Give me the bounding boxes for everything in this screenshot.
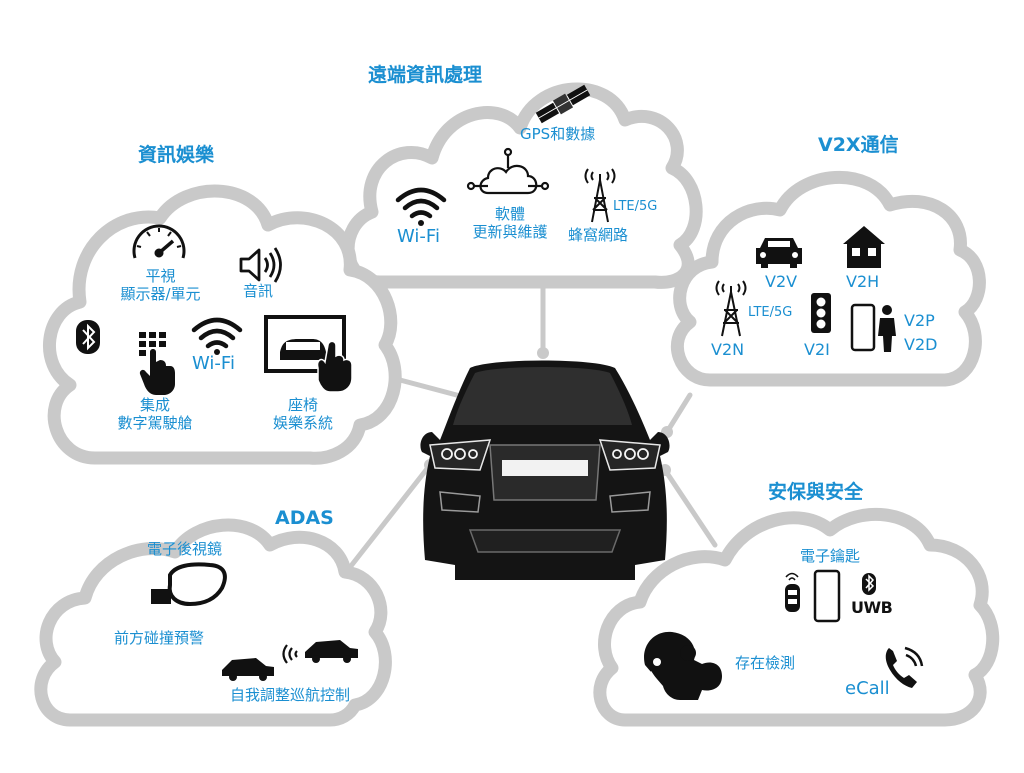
- v2v-label: V2V: [765, 272, 798, 291]
- telematics-title: 遠端資訊處理: [368, 64, 483, 86]
- seat-label-line2: 娛樂系統: [272, 414, 333, 432]
- software-label-line2: 更新與維護: [472, 223, 548, 241]
- v2d-label: V2D: [904, 335, 938, 354]
- car-icon: [756, 238, 802, 268]
- cloud-telematics: [341, 82, 703, 289]
- cell-tower-icon-v2x: [715, 280, 747, 337]
- adas-title: ADAS: [275, 507, 334, 529]
- side-mirror-icon: [151, 562, 227, 607]
- smartphone-icon: [850, 303, 876, 352]
- collision-label: 前方碰撞預警: [114, 629, 205, 647]
- v2h-label: V2H: [846, 272, 880, 291]
- child-seat-icon: [644, 631, 722, 700]
- cloud-infotainment: [43, 184, 402, 465]
- signal-waves-icon: [282, 644, 298, 664]
- cell-network-label: 蜂窩網路: [568, 226, 629, 244]
- car-front-illustration: [420, 360, 670, 580]
- infotainment-title: 資訊娛樂: [138, 144, 215, 166]
- seat-entertainment-label: 座椅 娛樂系統: [258, 396, 348, 432]
- v2p-label: V2P: [904, 311, 935, 330]
- speaker-icon: [239, 247, 282, 283]
- wifi-icon-infotainment: [191, 317, 243, 355]
- hud-label: 平視 顯示器/單元: [108, 267, 213, 303]
- satellite-icon: [535, 84, 591, 124]
- bluetooth-icon: [76, 320, 100, 354]
- connector-adas: [337, 462, 433, 583]
- cell-tower-icon: [584, 168, 616, 223]
- keypad-hand-icon: [139, 332, 175, 395]
- traffic-light-icon: [811, 293, 831, 333]
- cockpit-label-line1: 集成: [139, 396, 170, 414]
- bluetooth-icon-safety: [862, 573, 876, 595]
- telematics-cell-tag: LTE/5G: [613, 199, 658, 214]
- cloud-network-icon: [466, 147, 550, 195]
- software-label: 軟體 更新與維護: [465, 205, 555, 241]
- touchscreen-icon: [264, 315, 353, 393]
- car-icon-adas-2: [305, 640, 358, 663]
- gps-label: GPS和數據: [520, 125, 596, 143]
- wifi-label: Wi-Fi: [397, 226, 440, 247]
- infotainment-wifi-label: Wi-Fi: [192, 353, 235, 374]
- v2x-title: V2X通信: [818, 134, 899, 156]
- cruise-label: 自我調整巡航控制: [230, 686, 351, 704]
- uwb-logo: UWB: [851, 598, 893, 617]
- phone-call-icon: [885, 646, 924, 688]
- presence-label: 存在檢測: [735, 654, 796, 672]
- audio-label: 音訊: [243, 282, 274, 300]
- v2n-label: V2N: [711, 340, 745, 359]
- smartphone-icon-safety: [813, 569, 841, 623]
- speedometer-icon: [132, 224, 186, 259]
- mirror-label: 電子後視鏡: [147, 540, 223, 558]
- car-icon-adas-1: [222, 658, 274, 681]
- v2x-cell-tag: LTE/5G: [748, 305, 793, 320]
- ecall-label: eCall: [845, 678, 890, 699]
- connector-v2x: [664, 392, 693, 435]
- ekey-label: 電子鑰匙: [800, 547, 861, 565]
- hud-label-line2: 顯示器/單元: [120, 285, 201, 303]
- seat-label-line1: 座椅: [287, 396, 318, 414]
- house-icon: [843, 226, 885, 268]
- hud-label-line1: 平視: [145, 267, 176, 285]
- v2i-label: V2I: [804, 340, 830, 359]
- connector-safety: [662, 467, 718, 548]
- software-label-line1: 軟體: [494, 205, 525, 223]
- cloud-adas: [34, 518, 392, 727]
- wifi-icon: [395, 187, 447, 226]
- safety-title: 安保與安全: [768, 481, 864, 503]
- cockpit-label: 集成 數字駕駛艙: [100, 396, 210, 432]
- key-fob-icon: [785, 572, 800, 612]
- cloud-v2x: [670, 170, 986, 387]
- cockpit-label-line2: 數字駕駛艙: [117, 414, 193, 432]
- person-icon: [878, 305, 896, 352]
